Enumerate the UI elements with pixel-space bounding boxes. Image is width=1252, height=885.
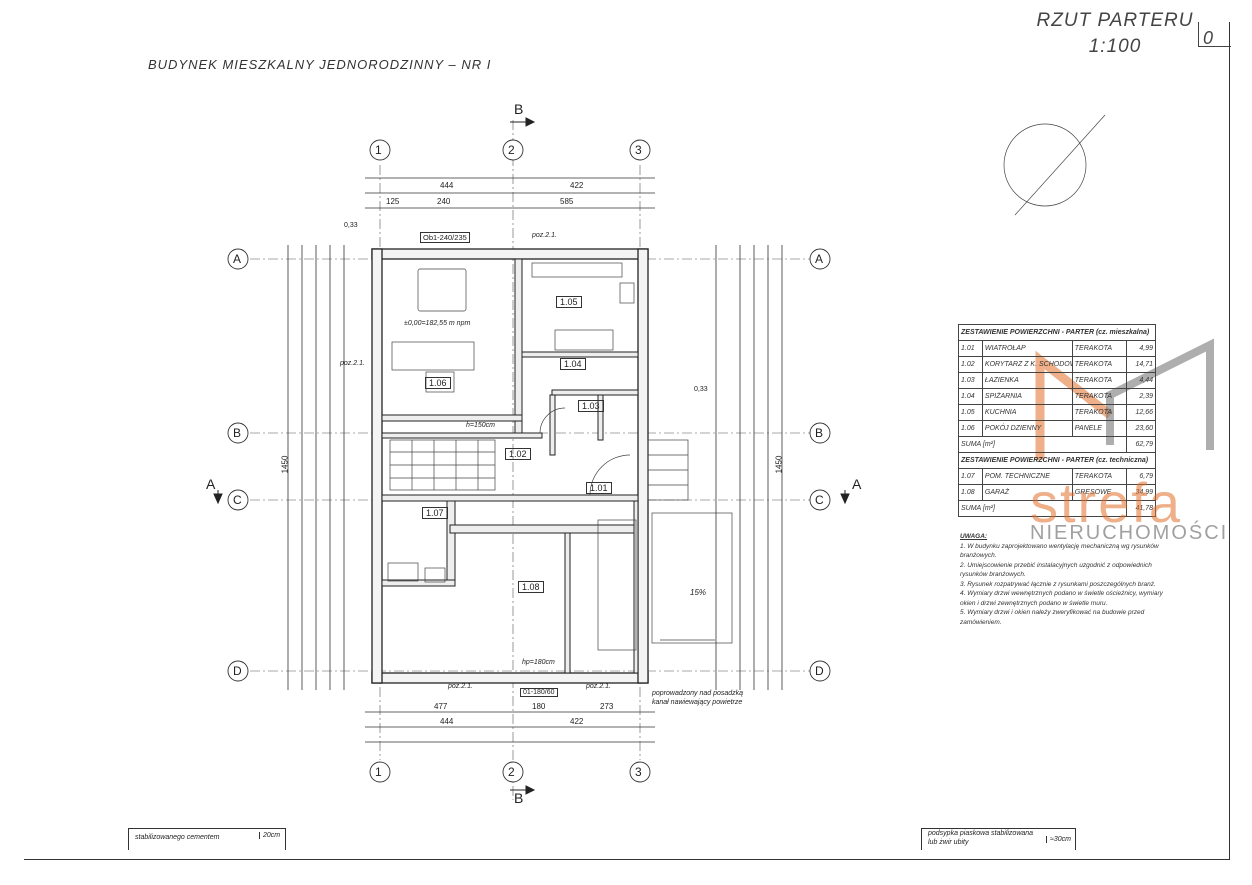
poz-label-bottom-left: poz.2.1. [448,683,473,690]
room-1-03: 1.03 [578,400,604,412]
legend-right: podsypka piaskowa stabilizowana lub żwir… [921,828,1076,850]
room-1-01: 1.01 [586,482,612,494]
dim-top-125: 125 [386,197,400,206]
axis-label-col2: 2 [508,143,515,157]
axis-label-col1: 1 [375,143,382,157]
channel-note-1: poprowadzony nad posadzką [652,690,744,697]
dim-bot-180: 180 [532,702,546,711]
legend-right-text2: lub żwir ubity [928,839,969,846]
hp-label: hp=180cm [522,659,555,666]
note-line: 4. Wymiary drzwi wewnętrznych podano w ś… [960,590,1163,607]
window-label-top: Ob1-240/235 [420,232,470,243]
axis-label-rowB: B [233,426,242,440]
dim-0-33-left: 0,33 [344,222,358,229]
dim-bot-444: 444 [440,717,454,726]
section-label-a-left: A [206,476,216,492]
notes-block: UWAGA: 1. W budynku zaprojektowano wenty… [960,532,1170,627]
poz-label-top: poz.2.1. [532,232,557,239]
plan-scale: 1:100 [1088,36,1142,57]
sheet-number: 0 [1203,28,1214,48]
dim-bot-477: 477 [434,702,448,711]
axis-label-rowD: D [233,664,242,678]
sheet-border [24,22,1230,860]
watermark-sub: NIERUCHOMOŚCI [1030,522,1229,544]
plan-title: RZUT PARTERU 1:100 [1030,8,1200,60]
section-label-a-right: A [852,476,862,492]
dim-top-240: 240 [437,197,451,206]
note-line: 1. W budynku zaprojektowano wentylację m… [960,542,1159,560]
table-sum-row: SUMA [m²]62,79 [957,436,1156,453]
dim-left-total: 1450 [280,455,290,474]
watermark-brand: strefa [1030,471,1183,534]
axis-label-rowC: C [233,493,242,507]
table-sum-row: SUMA [m²]41,78 [957,500,1156,517]
note-line: 2. Umiejscowienie przebić instalacyjnych… [960,561,1152,579]
note-line: 3. Rysunek rozpatrywać łącznie z rysunka… [960,580,1156,588]
dim-top-422: 422 [570,181,584,190]
dim-bot-422: 422 [570,717,584,726]
room-1-02: 1.02 [505,448,531,460]
room-1-04: 1.04 [560,358,586,370]
dim-top-585: 585 [560,197,574,206]
legend-right-text1: podsypka piaskowa stabilizowana [928,830,1034,837]
legend-left: stabilizowanego cementem 20cm [128,828,286,850]
section-label-b-top: B [514,101,524,117]
axis-label-col3: 3 [635,143,642,157]
axis-label-col2-bottom: 2 [508,765,515,779]
room-1-07: 1.07 [422,507,448,519]
sheet-title: BUDYNEK MIESZKALNY JEDNORODZINNY – NR I [148,57,492,72]
level-label: ±0,00=182,55 m npm [404,320,471,327]
room-1-06: 1.06 [425,377,451,389]
dim-0-33-right: 0,33 [694,386,708,393]
channel-note-2: kanał nawiewający powietrze [652,699,743,706]
note-line: 5. Wymiary drzwi i okien należy zweryfik… [960,609,1145,626]
legend-left-value: 20cm [259,832,280,839]
dim-top-444: 444 [440,181,454,190]
legend-right-value: ≈30cm [1046,836,1071,843]
axis-label-rowC-right: C [815,493,824,507]
axis-label-col3-bottom: 3 [635,765,642,779]
section-label-b-bottom: B [514,790,524,806]
notes-title: UWAGA: [960,533,988,540]
plan-title-line1: RZUT PARTERU [1036,10,1194,31]
area-table: ZESTAWIENIE POWIERZCHNI - PARTER (cz. mi… [957,324,1156,517]
axis-label-rowA-right: A [815,252,824,266]
sheet-number-box [1198,22,1231,47]
stair-height-label: h=150cm [466,422,495,429]
legend-left-text: stabilizowanego cementem [135,834,220,841]
poz-label-bottom-right: poz.2.1. [586,683,611,690]
axis-label-rowD-right: D [815,664,824,678]
room-1-08: 1.08 [518,581,544,593]
axis-label-col1-bottom: 1 [375,765,382,779]
dim-bot-273: 273 [600,702,614,711]
table-title-living: ZESTAWIENIE POWIERZCHNI - PARTER (cz. mi… [958,324,1156,341]
axis-label-rowB-right: B [815,426,824,440]
poz-label-left: poz.2.1. [340,360,365,367]
dim-right-total: 1450 [774,455,784,474]
gate-label: 01-180/60 [520,688,558,697]
slope-label: 15% [690,588,707,597]
axis-label-rowA: A [233,252,242,266]
table-title-tech: ZESTAWIENIE POWIERZCHNI - PARTER (cz. te… [958,452,1156,469]
room-1-05: 1.05 [556,296,582,308]
